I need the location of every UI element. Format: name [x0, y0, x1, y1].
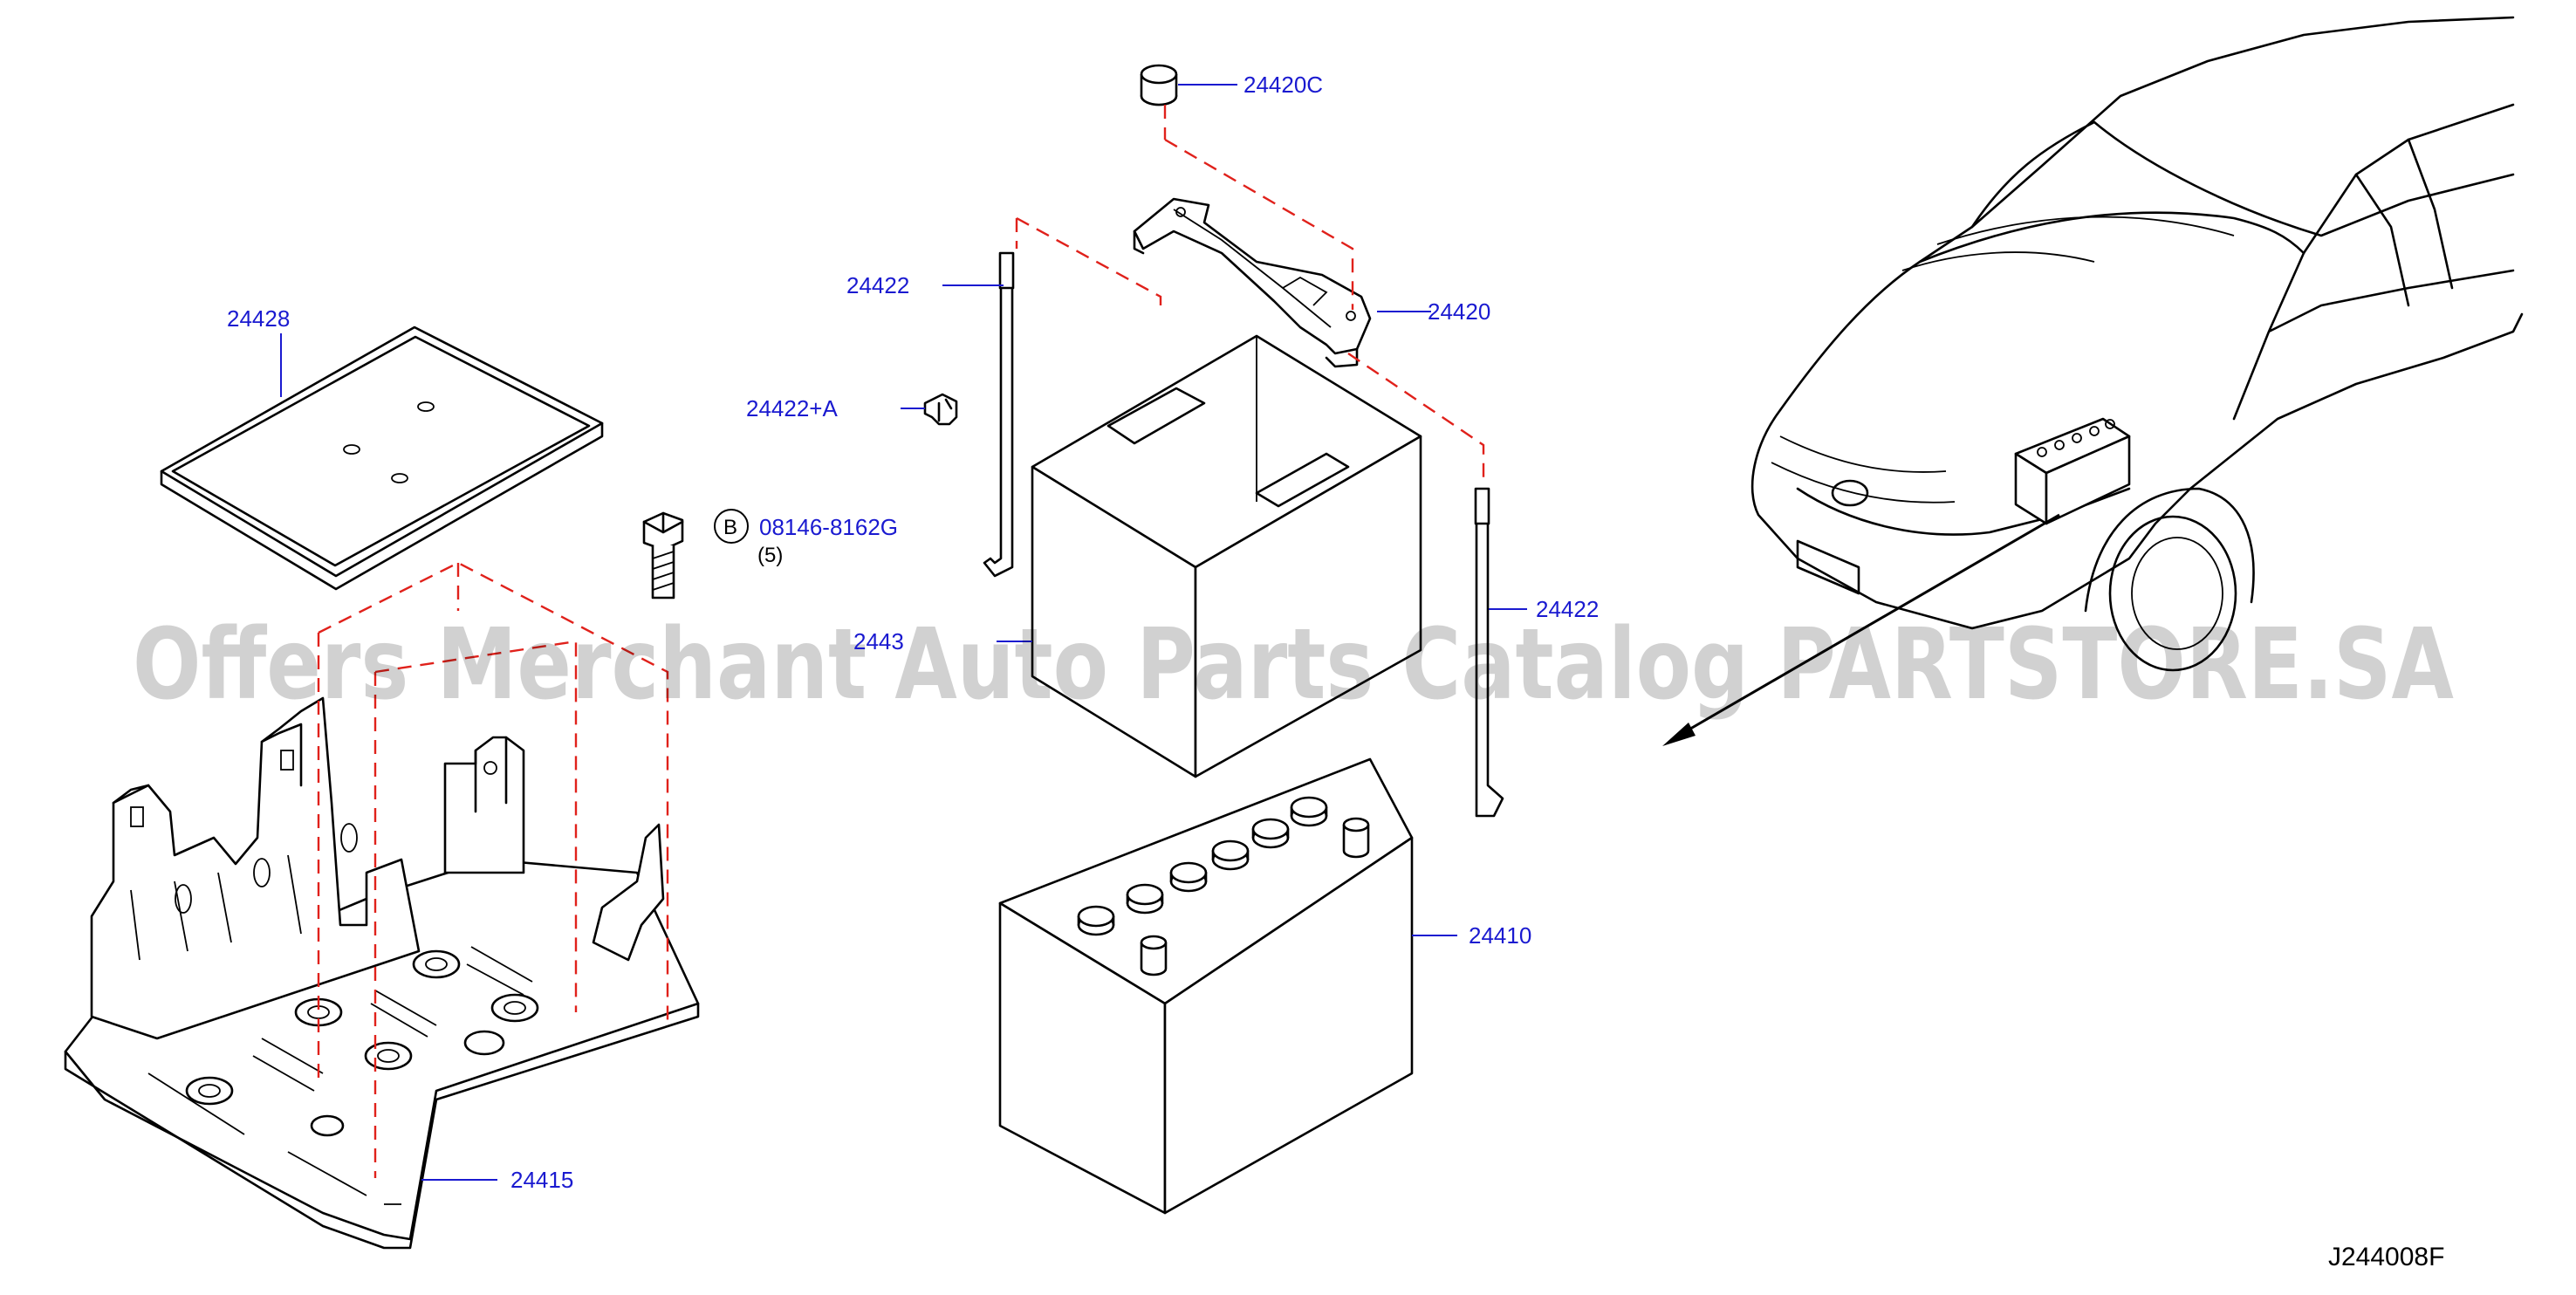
- vehicle-location-view: [1662, 16, 2524, 746]
- callout-24422A[interactable]: 24422+A: [746, 395, 838, 421]
- clip-24422A[interactable]: [923, 393, 958, 426]
- callout-24420[interactable]: 24420: [1428, 298, 1490, 325]
- battery-24410[interactable]: [998, 757, 1414, 1215]
- assembly-guide-lines: [317, 105, 1485, 1178]
- hold-down-frame-24420[interactable]: [1133, 197, 1372, 368]
- callout-leaders: [280, 84, 1527, 1181]
- callout-24420C[interactable]: 24420C: [1243, 72, 1323, 98]
- callout-24415[interactable]: 24415: [510, 1167, 573, 1193]
- nut-24420C[interactable]: [1140, 64, 1178, 106]
- hold-down-rod-24422-right[interactable]: [1474, 487, 1504, 818]
- bolt-b-circle: [714, 509, 749, 544]
- battery-tray-24415[interactable]: [64, 696, 700, 1250]
- callout-24422-right[interactable]: 24422: [1536, 596, 1599, 622]
- bolt-08146-8162G[interactable]: [642, 511, 684, 600]
- callout-24410[interactable]: 24410: [1469, 922, 1531, 949]
- callout-24422-top[interactable]: 24422: [846, 272, 909, 298]
- bolt-b-letter: B: [723, 516, 737, 539]
- tray-cover-24428[interactable]: [160, 325, 604, 591]
- callout-2443-partial[interactable]: 2443: [853, 628, 904, 654]
- callout-bolt-qty: (5): [757, 544, 783, 567]
- callout-labels: 24428 24420C 24422 24420 24422+A B 08146…: [227, 72, 1599, 1193]
- diagram-reference: J244008F: [2328, 1243, 2444, 1271]
- battery-caps: [1077, 796, 1328, 936]
- callout-24428[interactable]: 24428: [227, 305, 290, 332]
- battery-terminals: [1140, 817, 1370, 976]
- battery-cover[interactable]: [1031, 334, 1422, 778]
- hold-down-rod-24422-left[interactable]: [983, 251, 1015, 578]
- callout-08146-8162G[interactable]: 08146-8162G: [759, 514, 898, 540]
- watermark-text: Offers Merchant Auto Parts Catalog PARTS…: [133, 608, 2454, 722]
